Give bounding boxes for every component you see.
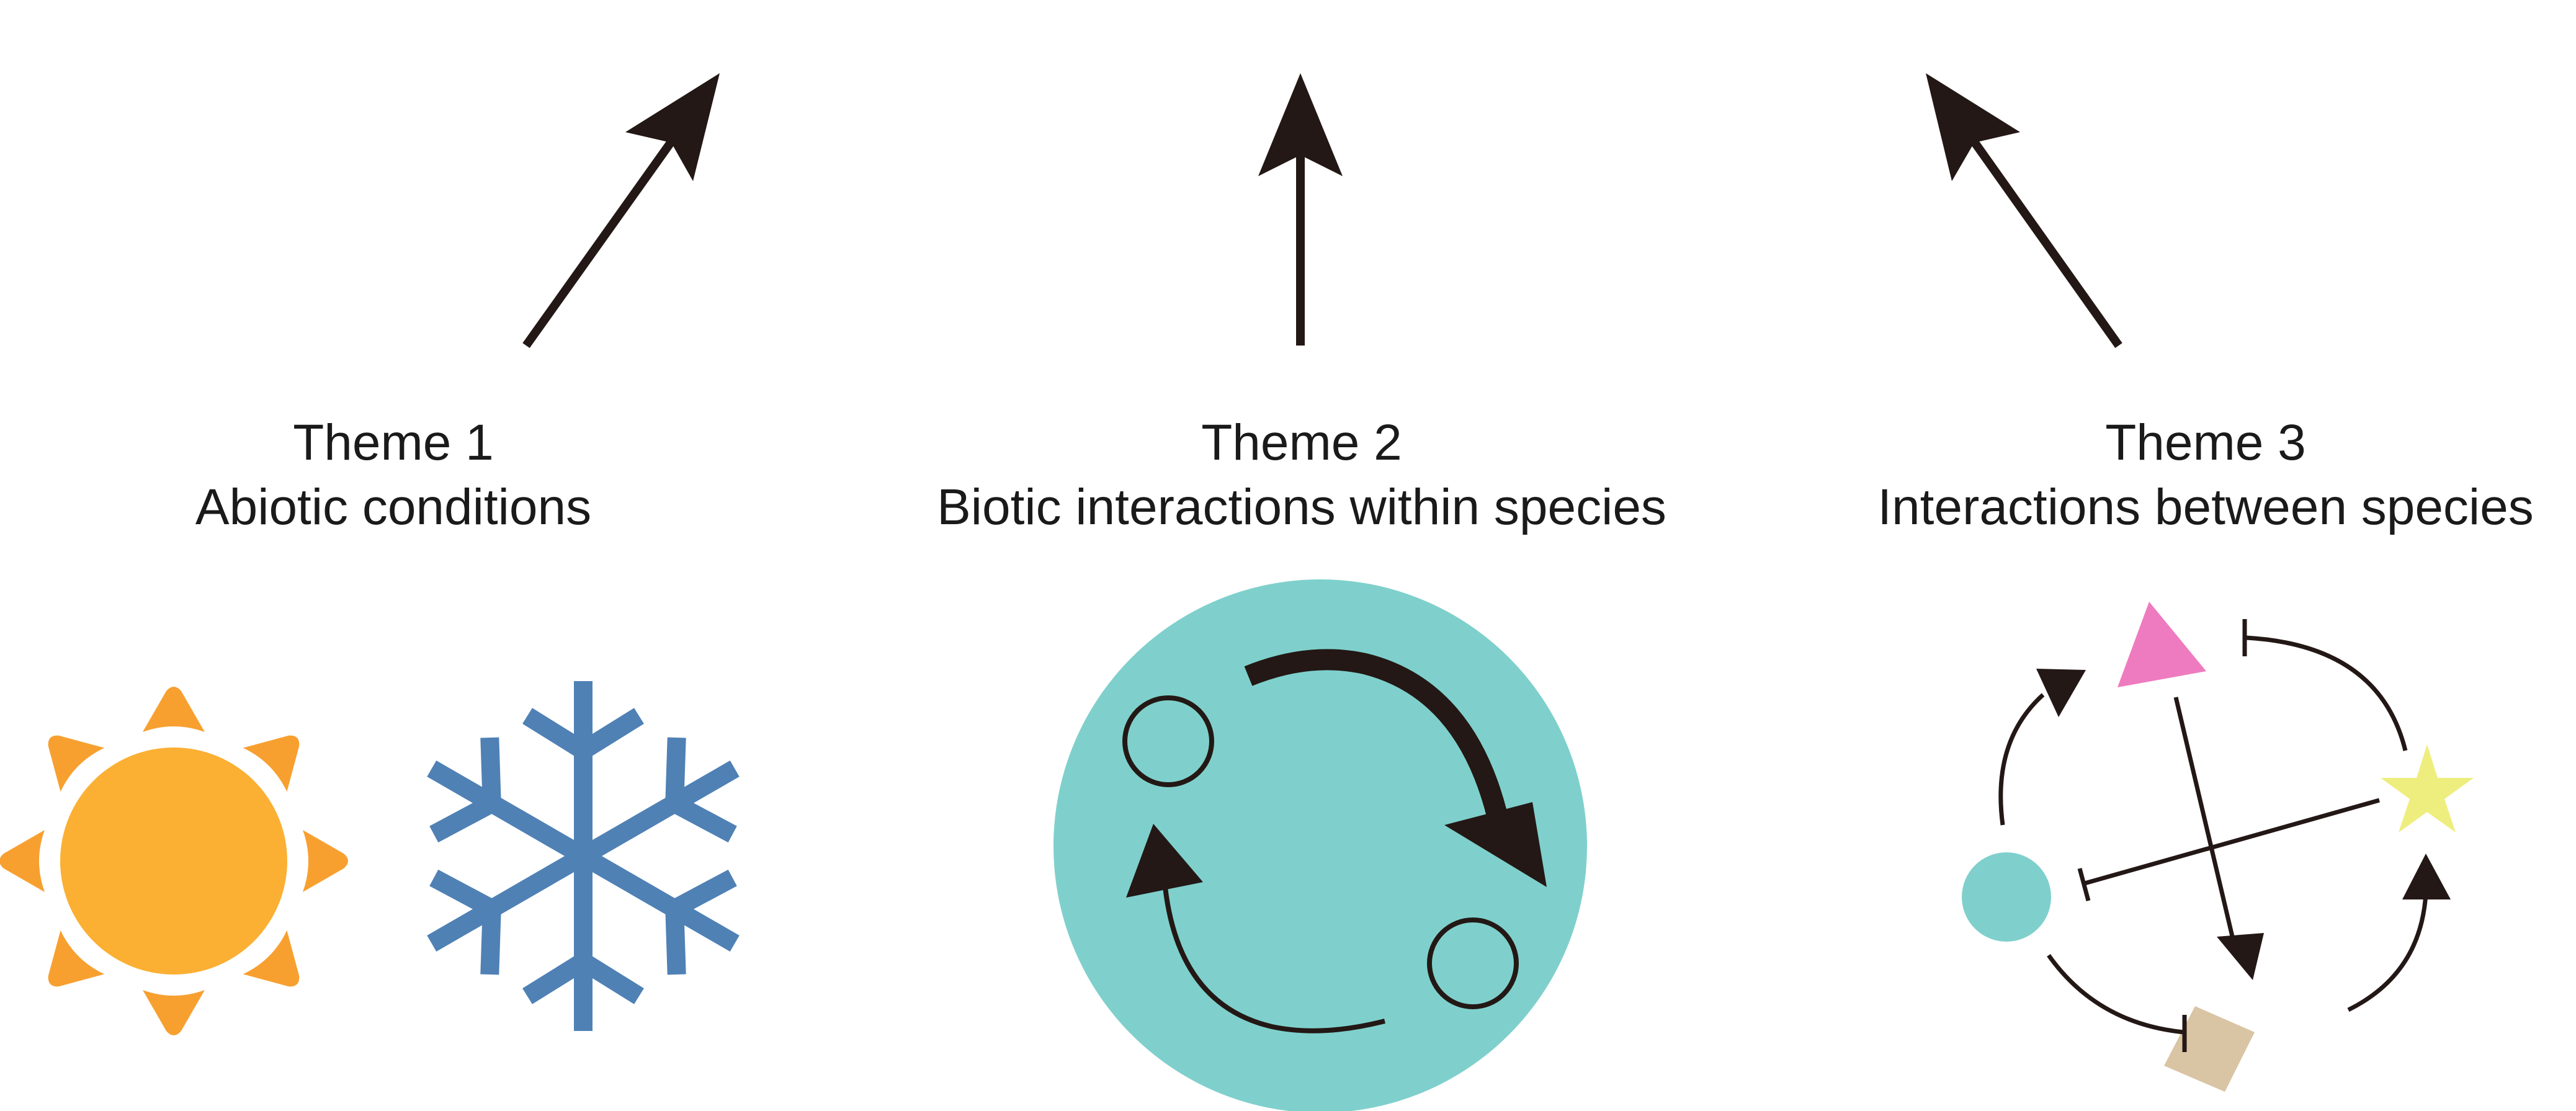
sun-icon xyxy=(0,687,348,1035)
theme-2-title: Theme 2 xyxy=(1201,414,1402,471)
arrow-theme1 xyxy=(522,73,720,349)
theme-1-title: Theme 1 xyxy=(293,414,494,471)
link-square-to-star xyxy=(2347,854,2451,1012)
top-arrows xyxy=(522,73,2122,349)
population-circle-icon xyxy=(1053,579,1587,1111)
snowflake-icon xyxy=(427,681,740,1031)
link-star-inhibits-triangle xyxy=(2242,619,2408,751)
thin-arrow xyxy=(1126,824,1385,1033)
theme-3-title: Theme 3 xyxy=(2105,414,2306,471)
theme-3-label: Theme 3 Interactions between species xyxy=(1877,414,2534,535)
link-circle-inhibits-square xyxy=(2047,953,2187,1052)
thick-arrow xyxy=(1244,649,1547,887)
arrow-theme3 xyxy=(1926,73,2122,349)
individual-1 xyxy=(1122,695,1214,787)
theme-3-subtitle: Interactions between species xyxy=(1877,479,2534,535)
theme-2-subtitle: Biotic interactions within species xyxy=(937,479,1666,535)
theme-2-label: Theme 2 Biotic interactions within speci… xyxy=(937,414,1666,535)
species-network-icon xyxy=(1962,602,2474,1092)
theme-1-subtitle: Abiotic conditions xyxy=(195,479,591,535)
species-circle xyxy=(1962,852,2051,942)
species-triangle xyxy=(2118,602,2206,687)
link-star-inhibits-circle xyxy=(2077,798,2380,901)
link-triangle-to-square xyxy=(2173,697,2264,980)
species-square xyxy=(2164,1006,2255,1092)
species-star xyxy=(2381,744,2474,832)
arrow-theme2 xyxy=(1258,73,1343,346)
theme-1-label: Theme 1 Abiotic conditions xyxy=(195,414,591,535)
individual-2 xyxy=(1427,917,1519,1009)
link-circle-to-triangle xyxy=(1998,669,2086,826)
